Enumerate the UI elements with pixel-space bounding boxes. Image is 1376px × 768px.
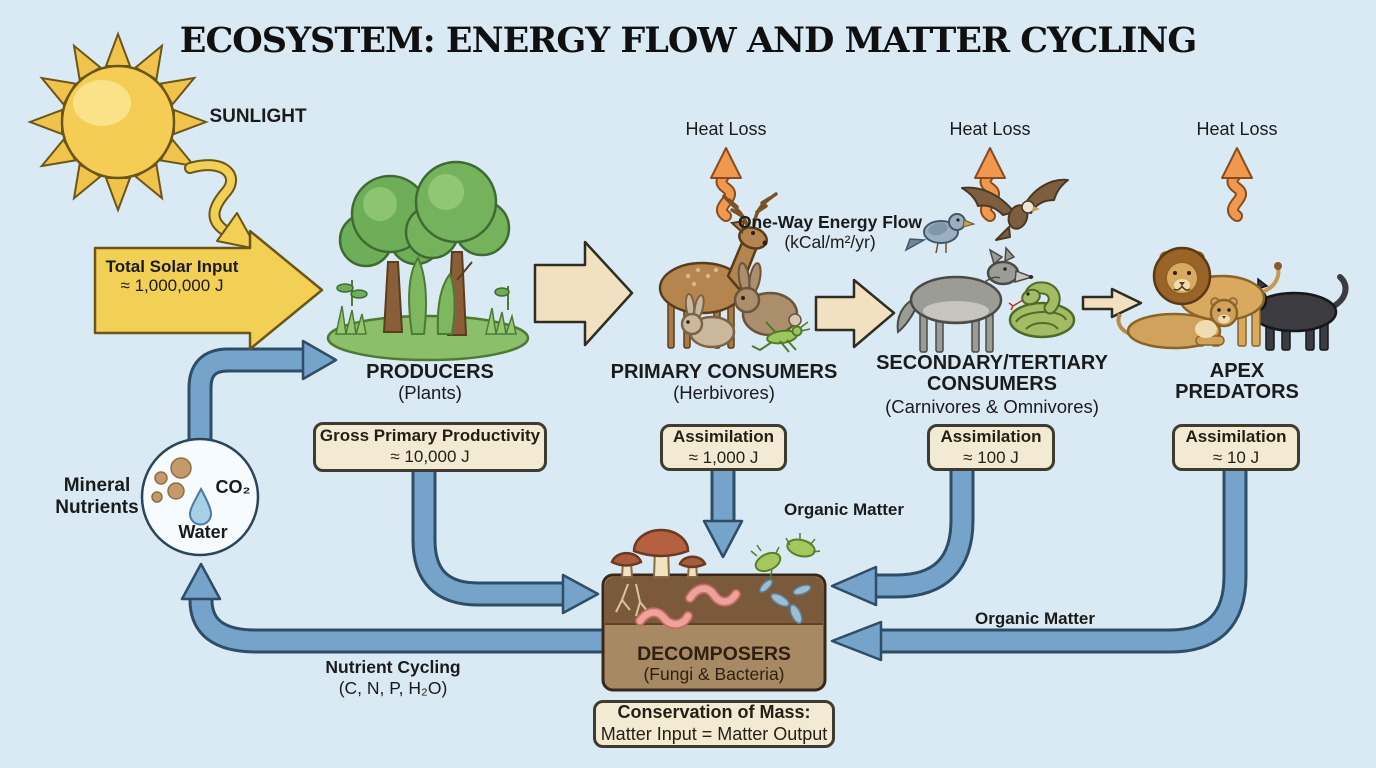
producers-subtitle: (Plants) (398, 382, 462, 403)
eagle-icon (961, 178, 1069, 241)
assimilation-box-secondary: Assimilation ≈ 100 J (927, 424, 1055, 471)
rabbit-large-icon (733, 262, 802, 337)
solar-input-value: ≈ 1,000,000 J (120, 276, 224, 296)
page-title: ECOSYSTEM: ENERGY FLOW AND MATTER CYCLIN… (179, 20, 1197, 61)
heat-loss-arrow-3 (1221, 147, 1253, 222)
secondary-to-apex-arrow (1081, 287, 1143, 319)
apex-organic-matter-arrow (830, 466, 1248, 662)
organic-matter-label-upper: Organic Matter (784, 500, 904, 519)
assimilation-primary-title: Assimilation (672, 426, 775, 446)
assimilation-box-primary: Assimilation ≈ 1,000 J (660, 424, 787, 471)
green-bacteria-icon (750, 533, 821, 579)
gpp-box-title: Gross Primary Productivity (319, 426, 541, 446)
secondary-consumers-illustration (896, 178, 1076, 353)
producers-to-primary-arrow (533, 240, 634, 347)
water-label: Water (178, 522, 228, 542)
producers-illustration (326, 160, 530, 362)
sunlight-squiggle-arrow (184, 159, 258, 250)
sunlight-label: SUNLIGHT (209, 106, 307, 127)
nutrient-uptake-arrow (187, 339, 338, 452)
decomposers-subtitle: (Fungi & Bacteria) (643, 664, 785, 684)
energy-flow-note-units: (kCal/m²/yr) (784, 232, 876, 252)
assimilation-primary-value: ≈ 1,000 J (688, 447, 759, 467)
nutrient-cycling-label: Nutrient Cycling (325, 657, 461, 677)
solar-input-title: Total Solar Input (105, 257, 239, 276)
secondary-consumers-subtitle: (Carnivores & Omnivores) (885, 396, 1099, 417)
energy-flow-note-title: One-Way Energy Flow (737, 212, 923, 232)
worm-icon (635, 583, 741, 630)
mushrooms-icon (610, 528, 707, 578)
assimilation-box-apex: Assimilation ≈ 10 J (1172, 424, 1300, 471)
apex-predators-label: APEX PREDATORS (1175, 360, 1299, 403)
assimilation-secondary-value: ≈ 100 J (963, 447, 1019, 467)
primary-consumers-label: PRIMARY CONSUMERS (610, 361, 838, 383)
primary-consumers-illustration (658, 192, 811, 353)
co2-label: CO₂ (215, 477, 251, 497)
primary-to-secondary-arrow (814, 278, 896, 349)
decomposers-illustration (601, 528, 827, 692)
gpp-box: Gross Primary Productivity ≈ 10,000 J (313, 422, 547, 472)
lioness-icon (1116, 297, 1239, 350)
assimilation-apex-value: ≈ 10 J (1212, 447, 1260, 467)
organic-matter-label-lower: Organic Matter (975, 609, 1095, 628)
conservation-title: Conservation of Mass: (617, 702, 811, 723)
trophic-energy-arrows (533, 240, 1143, 349)
snake-icon (1008, 281, 1076, 339)
grasshopper-icon (751, 321, 811, 353)
lion-icon (1152, 246, 1282, 347)
assimilation-secondary-title: Assimilation (940, 426, 1042, 446)
producer-organic-matter-arrow (411, 466, 600, 615)
heat-loss-label-2: Heat Loss (949, 119, 1031, 139)
heat-loss-label-3: Heat Loss (1196, 119, 1278, 139)
gpp-box-value: ≈ 10,000 J (390, 447, 470, 466)
songbird-icon (904, 213, 976, 254)
heat-loss-label-1: Heat Loss (685, 119, 767, 139)
secondary-consumers-label: SECONDARY/TERTIARY CONSUMERS (876, 352, 1108, 395)
primary-consumers-subtitle: (Herbivores) (673, 382, 775, 403)
heat-loss-arrows (710, 147, 1253, 222)
heat-loss-arrow-1 (710, 147, 742, 222)
nutrient-cycling-arrow (180, 562, 810, 654)
mineral-nutrient-pool (140, 437, 260, 557)
heat-loss-arrow-2 (974, 147, 1006, 222)
mineral-nutrients-label: Mineral Nutrients (55, 475, 139, 518)
roots-icon (615, 583, 655, 617)
conservation-of-mass-box: Conservation of Mass: Matter Input = Mat… (593, 700, 835, 748)
nutrient-cycling-elements: (C, N, P, H₂O) (338, 678, 448, 698)
wolf-icon (896, 246, 1035, 353)
sun-icon (27, 31, 209, 213)
conservation-body: Matter Input = Matter Output (600, 724, 828, 744)
apex-predators-illustration (1116, 246, 1349, 351)
solar-input-label: Total Solar Input ≈ 1,000,000 J (106, 257, 239, 295)
producers-label: PRODUCERS (366, 361, 494, 383)
rabbit-small-icon (680, 293, 736, 349)
assimilation-apex-title: Assimilation (1185, 426, 1287, 446)
solar-input-arrow (93, 229, 324, 351)
secondary-organic-matter-arrow (830, 466, 975, 607)
decomposers-label: DECOMPOSERS (637, 643, 791, 665)
blue-microbes-icon (759, 579, 812, 625)
primary-organic-matter-arrow (702, 466, 744, 559)
matter-cycle-arrows (180, 339, 1248, 662)
